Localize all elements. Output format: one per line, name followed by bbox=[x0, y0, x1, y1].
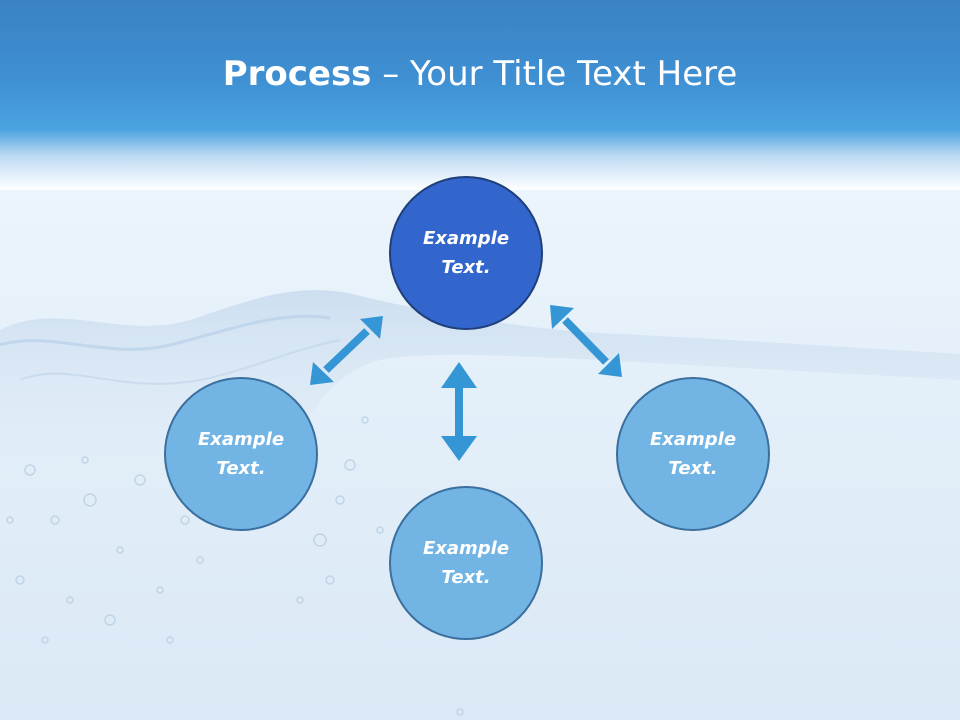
process-node-center-label: Example Text. bbox=[422, 228, 510, 278]
process-node-right: Example Text. bbox=[616, 377, 770, 531]
title-rest: – Your Title Text Here bbox=[371, 54, 738, 94]
process-node-center: Example Text. bbox=[389, 176, 543, 330]
process-node-bottom-label: Example Text. bbox=[422, 538, 510, 588]
process-node-left-label: Example Text. bbox=[197, 429, 285, 479]
process-node-bottom: Example Text. bbox=[389, 486, 543, 640]
header-band bbox=[0, 0, 960, 190]
title-bold: Process bbox=[222, 54, 372, 94]
slide-title: Process – Your Title Text Here bbox=[0, 52, 960, 96]
process-node-right-label: Example Text. bbox=[649, 429, 737, 479]
process-node-left: Example Text. bbox=[164, 377, 318, 531]
